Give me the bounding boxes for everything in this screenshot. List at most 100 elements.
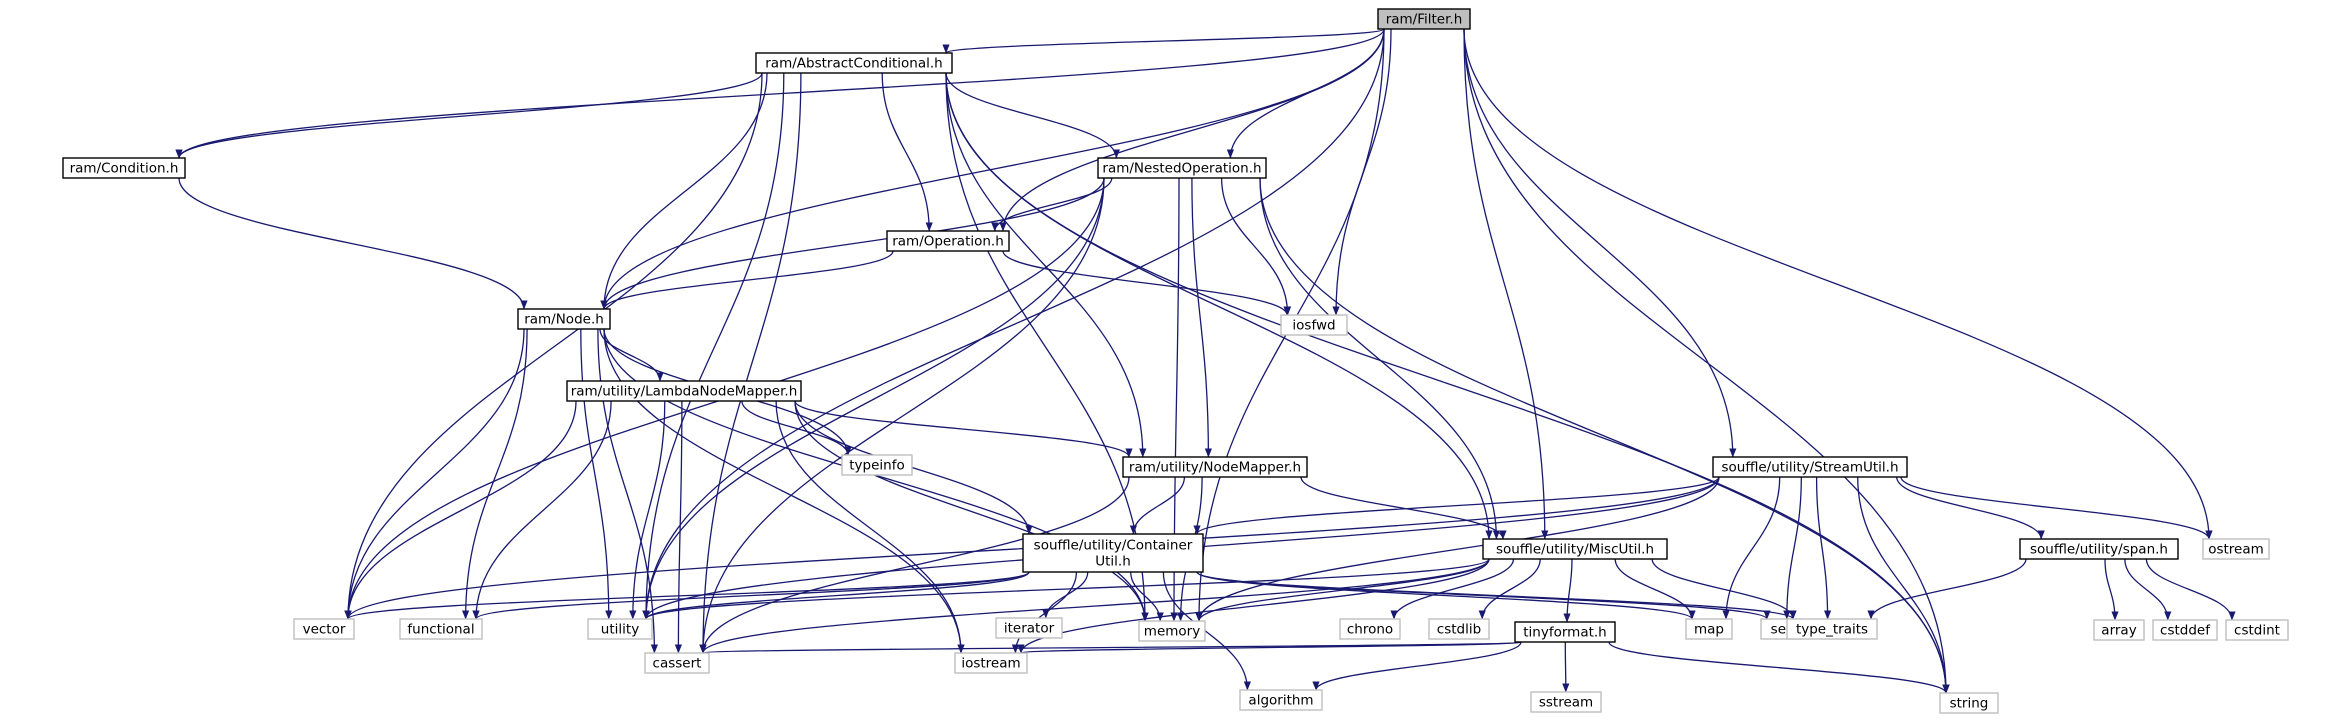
node-typeinfo: typeinfo bbox=[841, 454, 913, 476]
edge-layer bbox=[175, 28, 2236, 694]
node-tinyformat[interactable]: tinyformat.h bbox=[1514, 621, 1616, 643]
edge-nestedop-to-nodemapper bbox=[1191, 177, 1212, 458]
node-node[interactable]: ram/Node.h bbox=[517, 308, 611, 330]
node-nodemapper[interactable]: ram/utility/NodeMapper.h bbox=[1122, 456, 1308, 478]
edge-condition-to-node bbox=[178, 177, 528, 310]
node-memory-box bbox=[1138, 620, 1206, 642]
edge-streamutil-to-set bbox=[1783, 476, 1802, 620]
node-utility-label: utility bbox=[601, 622, 639, 638]
node-type_traits: type_traits bbox=[1786, 618, 1878, 640]
node-filter[interactable]: ram/Filter.h bbox=[1377, 8, 1471, 30]
edge-filter-to-ostream bbox=[1463, 28, 2213, 540]
node-chrono: chrono bbox=[1339, 618, 1401, 640]
edge-lambdanm-to-typeinfo bbox=[741, 400, 852, 456]
edge-abstractcond-to-vector bbox=[344, 72, 763, 620]
edge-containerutil-to-functional bbox=[472, 571, 1030, 620]
edge-tinyformat-to-cassert bbox=[700, 641, 1522, 654]
node-string-box bbox=[1939, 692, 1999, 714]
node-ostream: ostream bbox=[2202, 538, 2270, 560]
edge-tinyformat-to-algorithm bbox=[1312, 641, 1522, 691]
edge-nestedop-to-iosfwd bbox=[1220, 177, 1292, 316]
node-miscutil-box bbox=[1482, 538, 1668, 560]
edge-streamutil-to-type_traits bbox=[1815, 476, 1832, 620]
node-span-box bbox=[2019, 538, 2179, 560]
node-ostream-label: ostream bbox=[2208, 542, 2264, 558]
node-iostream-box bbox=[954, 652, 1028, 674]
edge-miscutil-to-map bbox=[1614, 558, 1696, 620]
edge-nodemapper-to-cassert bbox=[699, 476, 1130, 654]
node-iostream-label: iostream bbox=[961, 656, 1020, 672]
node-operation-box bbox=[886, 230, 1010, 252]
edge-nestedop-to-utility bbox=[642, 177, 1105, 620]
edge-abstractcond-to-cassert bbox=[699, 72, 802, 654]
edge-miscutil-to-memory bbox=[1195, 558, 1490, 622]
edge-node-to-vector bbox=[344, 328, 525, 620]
edge-nestedop-to-node bbox=[600, 177, 1105, 310]
edge-nodemapper-to-miscutil bbox=[1300, 476, 1507, 540]
edge-lambdanm-to-memory bbox=[794, 400, 1149, 622]
edge-lambdanm-to-vector bbox=[344, 400, 577, 620]
node-nestedop[interactable]: ram/NestedOperation.h bbox=[1097, 157, 1267, 179]
node-iterator: iterator bbox=[995, 617, 1063, 639]
edge-span-to-type_traits bbox=[1867, 558, 2027, 620]
edge-filter-to-condition bbox=[175, 28, 1385, 159]
edge-miscutil-to-tinyformat bbox=[1563, 558, 1573, 623]
edge-miscutil-to-chrono bbox=[1390, 558, 1515, 620]
edge-miscutil-to-utility bbox=[642, 558, 1490, 620]
node-algorithm: algorithm bbox=[1239, 689, 1323, 711]
edge-nestedop-to-operation bbox=[991, 177, 1113, 232]
node-iostream: iostream bbox=[954, 652, 1028, 674]
edge-filter-to-miscutil bbox=[1463, 28, 1549, 540]
node-vector-box bbox=[293, 618, 355, 640]
edge-node-to-lambdanm bbox=[599, 328, 664, 382]
node-streamutil[interactable]: souffle/utility/StreamUtil.h bbox=[1712, 456, 1908, 478]
edge-abstractcond-to-nodemapper bbox=[945, 72, 1147, 458]
edge-operation-to-node bbox=[600, 250, 894, 310]
node-cstdint: cstdint bbox=[2225, 619, 2289, 641]
node-lambdanm[interactable]: ram/utility/LambdaNodeMapper.h bbox=[566, 380, 802, 402]
node-array-box bbox=[2093, 619, 2145, 641]
node-operation[interactable]: ram/Operation.h bbox=[886, 230, 1010, 252]
node-layer: ram/Filter.h ram/AbstractConditional.h ram… bbox=[62, 8, 2289, 714]
edge-containerutil-to-map bbox=[1196, 571, 1696, 620]
edge-node-to-utility bbox=[580, 328, 613, 620]
node-filter-label: ram/Filter.h bbox=[1386, 12, 1463, 28]
edge-node-to-functional bbox=[462, 328, 528, 620]
node-cstddef-label: cstddef bbox=[2160, 623, 2211, 639]
node-cassert-label: cassert bbox=[653, 656, 702, 672]
node-typeinfo-label: typeinfo bbox=[849, 458, 904, 474]
edge-miscutil-to-cstdlib bbox=[1478, 558, 1541, 620]
node-map-box bbox=[1685, 618, 1733, 640]
node-condition[interactable]: ram/Condition.h bbox=[62, 157, 186, 179]
edge-tinyformat-to-string bbox=[1608, 641, 1950, 694]
edge-nestedop-to-cassert bbox=[699, 177, 1105, 654]
edge-miscutil-to-cassert bbox=[699, 558, 1490, 654]
edge-containerutil-to-vector bbox=[344, 571, 1030, 620]
node-iosfwd-label: iosfwd bbox=[1292, 318, 1335, 334]
node-abstractcond[interactable]: ram/AbstractConditional.h bbox=[755, 52, 953, 74]
node-functional-box bbox=[399, 618, 483, 640]
node-string-label: string bbox=[1950, 696, 1989, 712]
edge-abstractcond-to-string bbox=[945, 72, 1950, 694]
node-iosfwd-box bbox=[1280, 314, 1348, 336]
edge-lambdanm-to-nodemapper bbox=[794, 400, 1133, 458]
node-map: map bbox=[1685, 618, 1733, 640]
node-miscutil[interactable]: souffle/utility/MiscUtil.h bbox=[1482, 538, 1668, 560]
edge-miscutil-to-type_traits bbox=[1651, 558, 1797, 620]
edge-filter-to-operation bbox=[999, 28, 1385, 232]
edge-abstractcond-to-operation bbox=[881, 72, 933, 232]
node-filter-box bbox=[1377, 8, 1471, 30]
edge-tinyformat-to-iostream bbox=[1018, 641, 1522, 654]
node-node-label: ram/Node.h bbox=[524, 312, 604, 328]
node-chrono-box bbox=[1339, 618, 1401, 640]
edge-span-to-array bbox=[2104, 558, 2119, 621]
node-cassert: cassert bbox=[644, 652, 710, 674]
node-cstdlib-box bbox=[1428, 618, 1490, 640]
edge-lambdanm-to-utility bbox=[629, 400, 666, 620]
edge-nestedop-to-string bbox=[1259, 177, 1950, 694]
node-algorithm-label: algorithm bbox=[1248, 693, 1313, 709]
node-vector: vector bbox=[293, 618, 355, 640]
node-span[interactable]: souffle/utility/span.h bbox=[2019, 538, 2179, 560]
